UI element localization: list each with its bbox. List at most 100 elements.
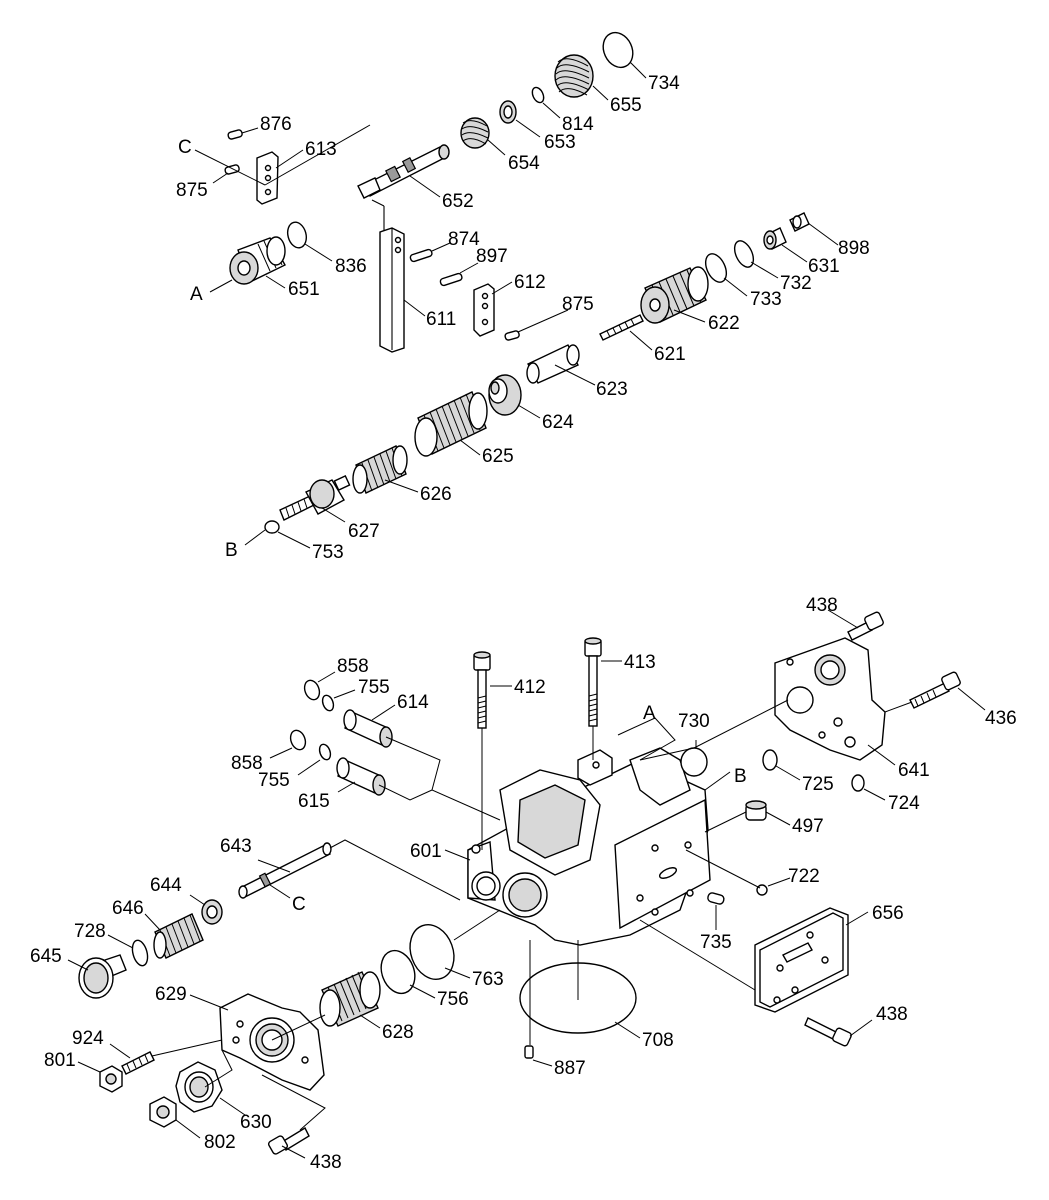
label-730: 730 (678, 711, 710, 732)
label-725: 725 (802, 774, 834, 795)
o-ring-725 (762, 749, 801, 781)
o-ring-763 (409, 924, 471, 980)
label-875-upper: 875 (176, 180, 208, 201)
o-ring-756 (380, 949, 436, 999)
plug-631 (763, 227, 808, 263)
label-615: 615 (298, 791, 330, 812)
label-753: 753 (312, 542, 344, 563)
gasket-708 (519, 940, 641, 1045)
label-733: 733 (750, 289, 782, 310)
label-655: 655 (610, 95, 642, 116)
label-924: 924 (72, 1028, 104, 1049)
spring-655 (554, 54, 609, 101)
label-614: 614 (397, 692, 429, 713)
label-858-upper: 858 (337, 656, 369, 677)
label-876: 876 (260, 114, 292, 135)
plug-645 (67, 954, 127, 999)
o-ring-724 (851, 774, 886, 801)
stem-621 (599, 314, 653, 351)
spring-625 (414, 391, 488, 457)
label-627: 627 (348, 521, 380, 542)
bolt-413 (584, 637, 622, 760)
spool-652 (357, 144, 450, 199)
label-801: 801 (44, 1050, 76, 1071)
label-630: 630 (240, 1112, 272, 1133)
bolt-412 (473, 651, 512, 850)
label-a-lower: A (643, 703, 656, 724)
pin-875-left (194, 149, 266, 186)
label-643: 643 (220, 836, 252, 857)
label-b-lower: B (734, 766, 747, 787)
label-644: 644 (150, 875, 182, 896)
washer-653 (499, 100, 541, 138)
o-ring-733 (704, 253, 748, 297)
label-413: 413 (624, 652, 656, 673)
o-ring-728 (107, 934, 149, 967)
nut-801 (77, 1061, 123, 1093)
label-755-upper: 755 (358, 677, 390, 698)
label-436: 436 (985, 708, 1017, 729)
bracket-612 (473, 281, 513, 337)
label-802: 802 (204, 1132, 236, 1153)
rod-643 (238, 842, 332, 899)
label-763: 763 (472, 969, 504, 990)
plug-497 (704, 800, 791, 833)
o-ring-755-upper (321, 689, 356, 712)
poppet-627 (279, 475, 351, 523)
label-874: 874 (448, 229, 480, 250)
assembly-guide-lines (151, 699, 789, 1131)
label-654: 654 (508, 153, 540, 174)
seal-735 (707, 892, 725, 930)
label-c-upper: C (178, 137, 192, 158)
label-898: 898 (838, 238, 870, 259)
bolt-436 (884, 671, 986, 713)
label-887: 887 (554, 1058, 586, 1079)
label-875-middle: 875 (562, 294, 594, 315)
bolt-438-upper (827, 609, 884, 641)
piston-622 (640, 266, 709, 324)
label-836: 836 (335, 256, 367, 277)
label-438-upper: 438 (806, 595, 838, 616)
label-611: 611 (426, 309, 456, 330)
label-734: 734 (648, 73, 680, 94)
label-623: 623 (596, 379, 628, 400)
pin-875-middle (504, 309, 569, 341)
label-722: 722 (788, 866, 820, 887)
o-ring-755-lower (297, 743, 332, 776)
part-labels: 876 613 C 875 652 654 653 814 655 734 87… (30, 73, 1017, 1173)
label-652: 652 (442, 191, 474, 212)
ring-814 (531, 86, 561, 119)
label-708: 708 (642, 1030, 674, 1051)
label-c-lower: C (292, 894, 306, 915)
bolt-438-bottom (267, 1127, 310, 1159)
label-612: 612 (514, 272, 546, 293)
ring-858-upper (303, 671, 336, 701)
label-b-upper: B (225, 540, 238, 561)
label-732: 732 (780, 273, 812, 294)
plug-614 (343, 704, 396, 748)
label-724: 724 (888, 793, 920, 814)
label-438-bottom: 438 (310, 1152, 342, 1173)
pin-876 (227, 127, 259, 140)
pin-874 (409, 242, 451, 263)
o-ring-753 (244, 520, 311, 549)
label-624: 624 (542, 412, 574, 433)
label-626: 626 (420, 484, 452, 505)
label-897: 897 (476, 246, 508, 267)
label-641: 641 (898, 760, 930, 781)
label-728: 728 (74, 921, 106, 942)
label-412: 412 (514, 677, 546, 698)
spring-626 (352, 445, 419, 494)
housing-601 (444, 747, 711, 946)
stem-924 (109, 1043, 155, 1075)
spring-628 (319, 971, 381, 1029)
label-814: 814 (562, 114, 594, 135)
label-438-right: 438 (876, 1004, 908, 1025)
nut-802 (149, 1096, 201, 1139)
lever-611 (371, 199, 426, 353)
sleeve-623 (526, 344, 596, 386)
label-645: 645 (30, 946, 62, 967)
plate-656 (754, 907, 869, 1013)
label-735: 735 (700, 932, 732, 953)
